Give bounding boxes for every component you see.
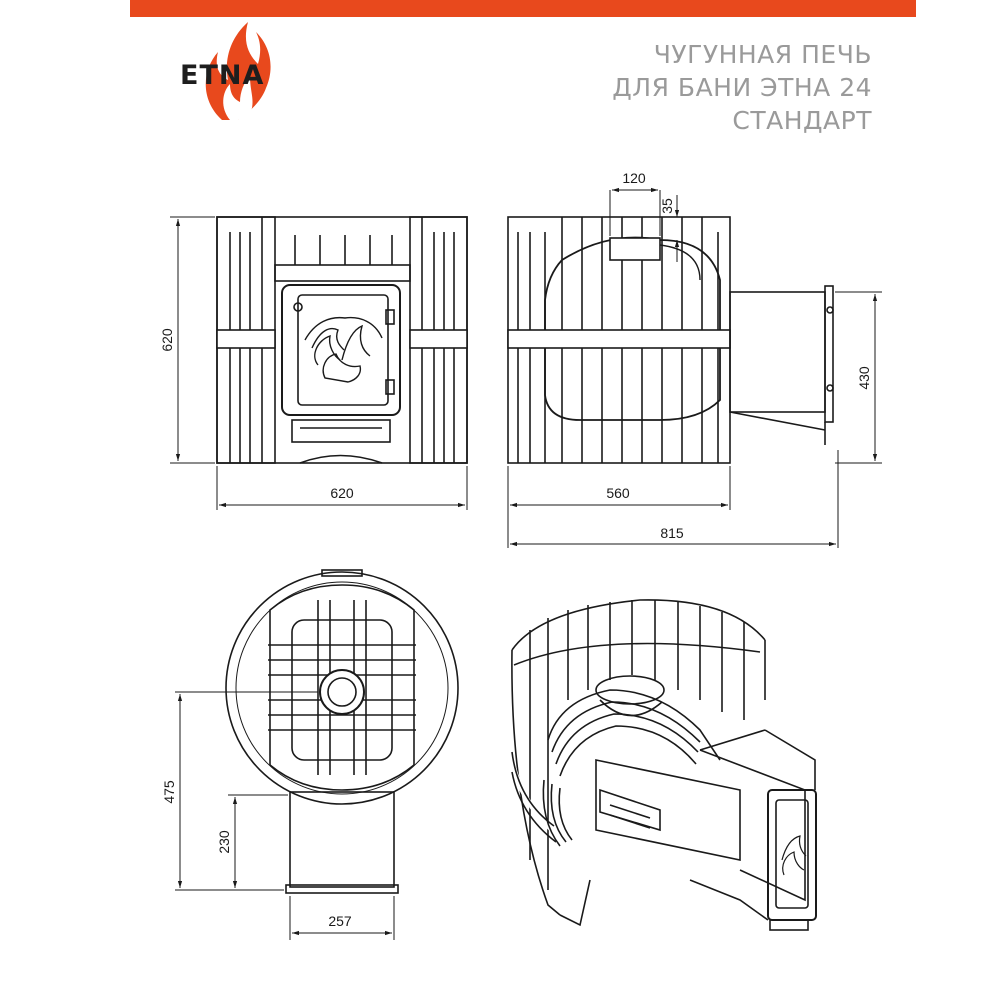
dim-front-width: 620 bbox=[330, 485, 354, 501]
side-dimensions bbox=[507, 187, 882, 548]
dim-top-tunnel-length: 230 bbox=[216, 830, 232, 854]
side-view bbox=[507, 216, 834, 464]
top-view bbox=[225, 569, 459, 894]
dim-top-tunnel-width: 257 bbox=[328, 913, 352, 929]
dim-side-total: 815 bbox=[660, 525, 684, 541]
front-dimensions bbox=[170, 216, 468, 510]
dim-side-depth: 560 bbox=[606, 485, 630, 501]
dim-pipe-offset: 35 bbox=[659, 198, 675, 214]
flame-logo-icon bbox=[205, 22, 271, 120]
top-accent-bar bbox=[130, 0, 916, 17]
top-dimensions bbox=[175, 691, 395, 940]
door-flame-emblem-icon bbox=[304, 316, 383, 383]
front-view bbox=[216, 216, 468, 464]
title-line-2: ДЛЯ БАНИ ЭТНА 24 bbox=[612, 73, 872, 102]
dim-side-tunnel-height: 430 bbox=[856, 366, 872, 390]
dim-front-height: 620 bbox=[159, 328, 175, 352]
dim-pipe-diameter: 120 bbox=[622, 170, 646, 186]
page-title: ЧУГУННАЯ ПЕЧЬ ДЛЯ БАНИ ЭТНА 24 СТАНДАРТ bbox=[612, 38, 872, 137]
brand-logo-text: ETNA bbox=[180, 60, 265, 91]
title-line-3: СТАНДАРТ bbox=[732, 106, 872, 135]
isometric-view bbox=[509, 599, 817, 931]
dim-top-depth: 475 bbox=[161, 780, 177, 804]
title-line-1: ЧУГУННАЯ ПЕЧЬ bbox=[653, 40, 872, 69]
front-left-grill bbox=[216, 216, 276, 464]
front-right-grill bbox=[409, 216, 468, 464]
